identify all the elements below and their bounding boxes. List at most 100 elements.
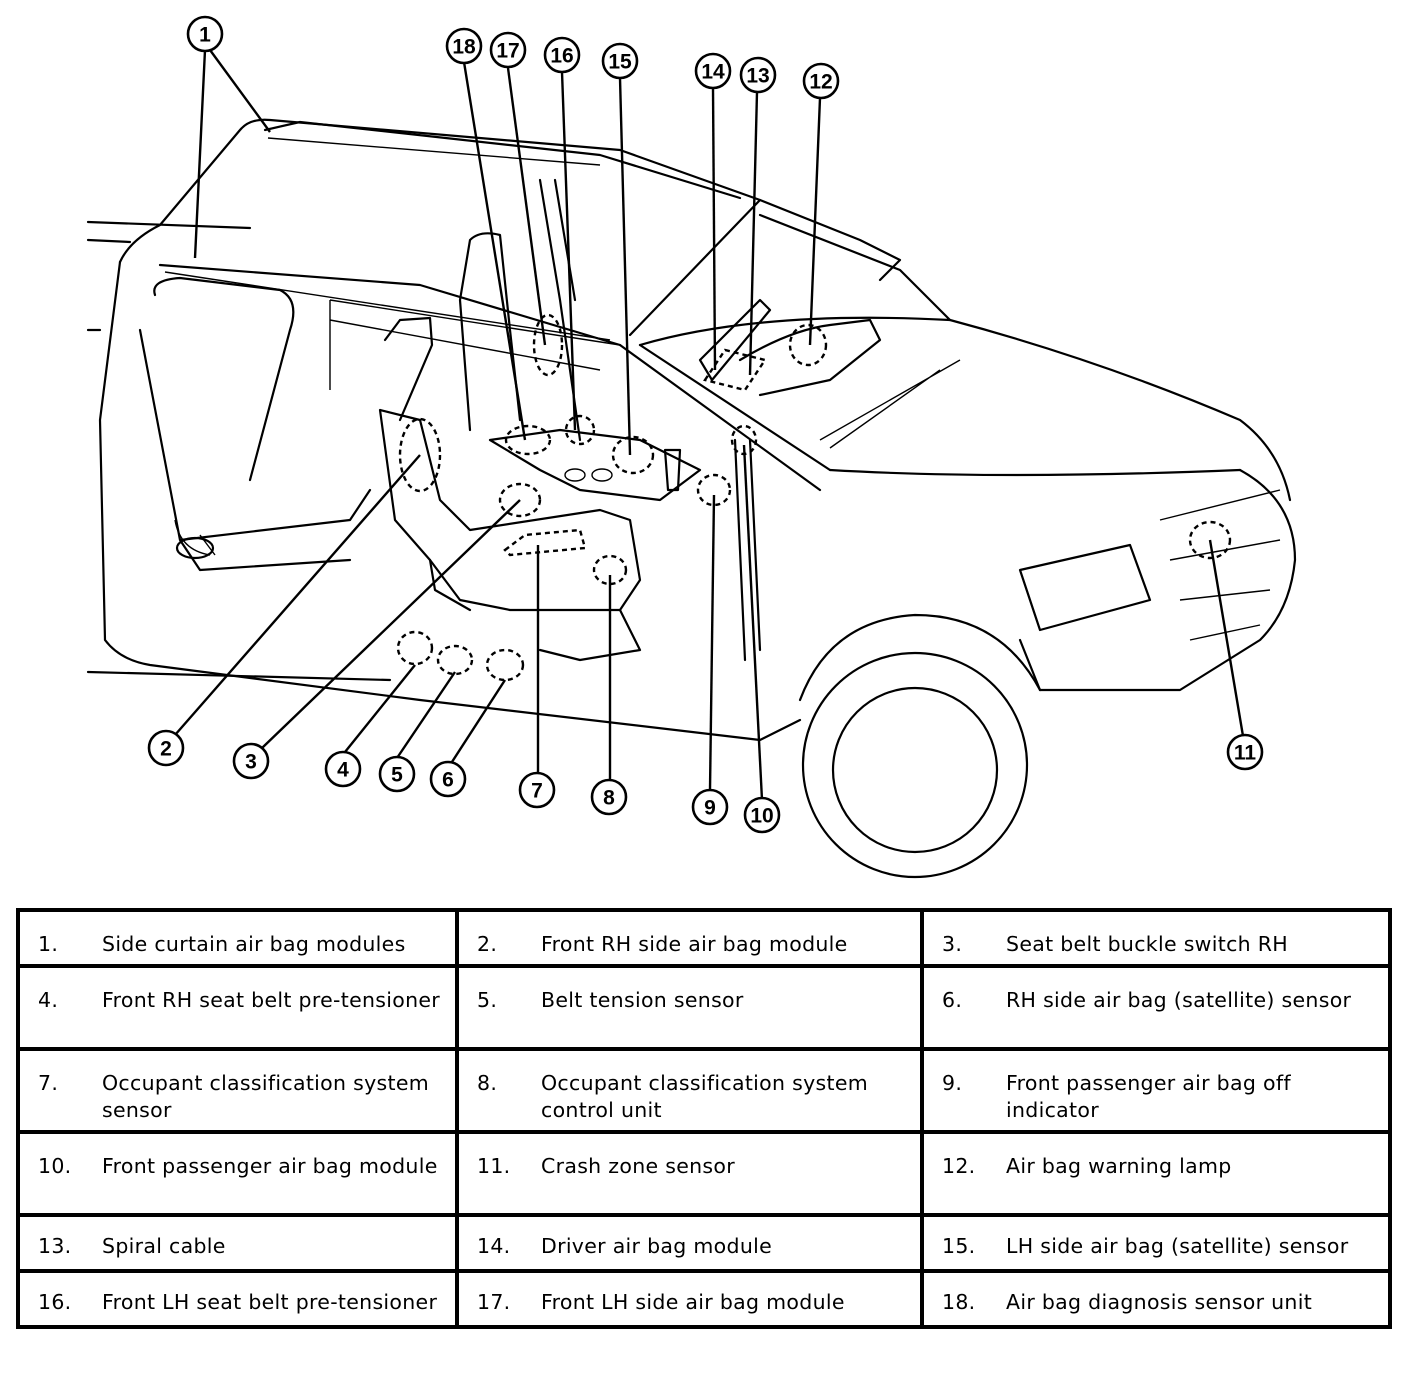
legend-cell: 9. Front passenger air bag off indicator: [920, 1047, 1392, 1134]
legend-row: 16. Front LH seat belt pre-tensioner 17. F…: [16, 1269, 1392, 1329]
svg-text:4: 4: [337, 759, 349, 782]
svg-text:12: 12: [809, 71, 832, 94]
item-number: 17.: [477, 1290, 511, 1314]
svg-text:16: 16: [550, 45, 573, 68]
callout-14: 14: [694, 52, 732, 90]
legend-cell: 12.Air bag warning lamp: [920, 1130, 1392, 1217]
legend-cell: 17. Front LH side air bag module: [455, 1269, 924, 1329]
callout-16: 16: [543, 36, 581, 74]
item-label: Occupant classification system control u…: [541, 1071, 869, 1122]
vehicle-srs-diagram: 1 2 3 4 5 6 7 8 9 10 11 12 13 14 15 16 1…: [86, 15, 1297, 879]
item-label: Front RH seat belt pre-tensioner: [102, 988, 441, 1012]
svg-text:14: 14: [701, 61, 725, 84]
callout-6: 6: [429, 760, 467, 798]
legend-cell: 16. Front LH seat belt pre-tensioner: [16, 1269, 459, 1329]
item-label: Crash zone sensor: [541, 1154, 735, 1178]
svg-text:5: 5: [391, 764, 403, 787]
legend-cell: 11. Crash zone sensor: [455, 1130, 924, 1217]
item-number: 13.: [38, 1234, 72, 1258]
legend-cell: 8. Occupant classification system control…: [455, 1047, 924, 1134]
item-label: Front RH side air bag module: [541, 932, 848, 956]
callout-12: 12: [802, 62, 840, 100]
legend-row: 7.Occupant classification system sensor …: [16, 1047, 1392, 1134]
legend-cell: 14. Driver air bag module: [455, 1213, 924, 1273]
legend-row: 13. Spiral cable 14. Driver air bag module…: [16, 1213, 1392, 1273]
legend-cell: 2. Front RH side air bag module: [455, 908, 924, 968]
legend-row: 10. Front passenger air bag module 11. Cra…: [16, 1130, 1392, 1217]
item-number: 10.: [38, 1154, 72, 1178]
callout-8: 8: [590, 778, 628, 816]
svg-text:11: 11: [1234, 742, 1257, 765]
svg-text:15: 15: [608, 51, 632, 74]
item-label: LH side air bag (satellite) sensor: [1006, 1234, 1349, 1258]
item-label: Occupant classification system sensor: [102, 1071, 430, 1122]
svg-text:17: 17: [496, 40, 519, 63]
svg-text:10: 10: [750, 805, 773, 828]
callout-9: 9: [691, 788, 729, 826]
item-number: 8.: [477, 1071, 498, 1095]
legend-cell: 1. Side curtain air bag modules: [16, 908, 459, 968]
item-number: 2.: [477, 932, 498, 956]
item-label: Front passenger air bag off indicator: [1006, 1071, 1291, 1122]
item-label: Seat belt buckle switch RH: [1006, 932, 1289, 956]
callout-1: 1: [186, 15, 224, 53]
legend-cell: 10. Front passenger air bag module: [16, 1130, 459, 1217]
callout-13: 13: [739, 56, 777, 94]
item-label: Spiral cable: [102, 1234, 226, 1258]
svg-text:8: 8: [603, 787, 615, 810]
legend-row: 4. Front RH seat belt pre-tensioner 5. Bel…: [16, 964, 1392, 1051]
item-number: 12.: [942, 1154, 976, 1178]
svg-text:9: 9: [704, 797, 716, 820]
item-number: 3.: [942, 932, 963, 956]
item-number: 6.: [942, 988, 963, 1012]
item-number: 18.: [942, 1290, 976, 1314]
legend-row: 1. Side curtain air bag modules 2. Front R…: [16, 908, 1392, 968]
legend-cell: 7. Occupant classification system sensor: [16, 1047, 459, 1134]
callout-18: 18: [445, 27, 483, 65]
vehicle-illustration: [86, 118, 1297, 879]
callout-2: 2: [147, 729, 185, 767]
component-legend-table: 1. Side curtain air bag modules 2. Front R…: [16, 908, 1392, 1329]
legend-cell: 6. RH side air bag (satellite) sensor: [920, 964, 1392, 1051]
item-number: 14.: [477, 1234, 511, 1258]
item-label: Front passenger air bag module: [102, 1154, 438, 1178]
svg-text:2: 2: [160, 738, 172, 761]
callout-5: 5: [378, 755, 416, 793]
legend-cell: 5. Belt tension sensor: [455, 964, 924, 1051]
svg-text:18: 18: [452, 36, 476, 59]
svg-text:7: 7: [531, 780, 543, 803]
callout-15: 15: [601, 42, 639, 80]
item-number: 15.: [942, 1234, 976, 1258]
item-label: RH side air bag (satellite) sensor: [1006, 988, 1352, 1012]
legend-cell: 18. Air bag diagnosis sensor unit: [920, 1269, 1392, 1329]
svg-text:1: 1: [199, 24, 211, 47]
legend-cell: 3. Seat belt buckle switch RH: [920, 908, 1392, 968]
svg-text:6: 6: [442, 769, 454, 792]
callout-7: 7: [518, 771, 556, 809]
item-number: 16.: [38, 1290, 72, 1314]
item-label: Belt tension sensor: [541, 988, 744, 1012]
item-label: Driver air bag module: [541, 1234, 773, 1258]
callout-17: 17: [489, 31, 527, 69]
item-number: 7.: [38, 1071, 59, 1095]
svg-text:3: 3: [245, 751, 257, 774]
item-number: 9.: [942, 1071, 963, 1095]
callout-3: 3: [232, 742, 270, 780]
svg-text:13: 13: [746, 65, 769, 88]
item-number: 11.: [477, 1154, 511, 1178]
legend-cell: 15. LH side air bag (satellite) sensor: [920, 1213, 1392, 1273]
item-number: 4.: [38, 988, 59, 1012]
component-highlights: [396, 313, 1232, 682]
item-label: Side curtain air bag modules: [102, 932, 406, 956]
item-label: Front LH side air bag module: [541, 1290, 845, 1314]
legend-cell: 13. Spiral cable: [16, 1213, 459, 1273]
item-label: Air bag diagnosis sensor unit: [1006, 1290, 1313, 1314]
item-number: 5.: [477, 988, 498, 1012]
leader-lines: [174, 49, 1245, 801]
callout-10: 10: [743, 796, 781, 834]
legend-cell: 4. Front RH seat belt pre-tensioner: [16, 964, 459, 1051]
callout-4: 4: [324, 750, 362, 788]
item-number: 1.: [38, 932, 59, 956]
item-label: Front LH seat belt pre-tensioner: [102, 1290, 438, 1314]
callout-11: 11: [1226, 733, 1264, 771]
